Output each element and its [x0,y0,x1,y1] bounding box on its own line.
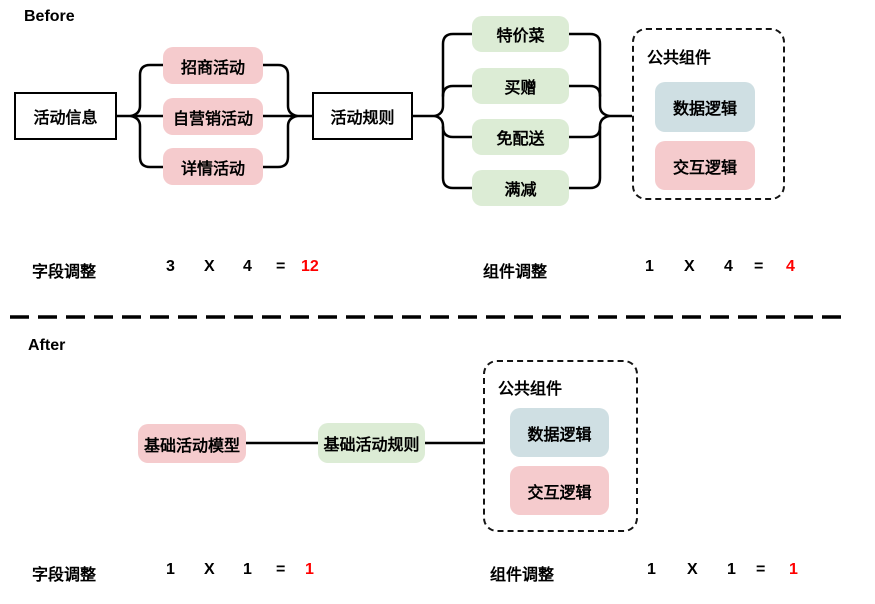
stat-component-op-after: X [687,561,698,578]
connector-type2-to-common [567,84,602,98]
stat-component-result-before: 4 [786,258,795,275]
node-rule-type-1: 特价菜 [472,16,569,52]
stat-component-result-after: 1 [789,561,798,578]
connector-rules-to-types-brace [433,32,474,190]
connector-activities-to-rules-brace [261,63,299,169]
connector-types-to-common-brace [567,32,611,190]
stat-field-a-before: 3 [166,258,175,275]
stat-field-eq-before: = [276,258,286,275]
node-interaction-logic-before: 交互逻辑 [655,141,755,190]
node-activity-rules: 活动规则 [312,92,413,140]
stat-field-a-after: 1 [166,561,175,578]
node-activity-info: 活动信息 [14,92,117,140]
connector-rules-to-type3 [441,125,474,139]
after-section-title: After [28,337,66,354]
stat-component-adjust-label-before: 组件调整 [483,264,548,281]
node-interaction-logic-after: 交互逻辑 [510,466,609,515]
stat-component-b-after: 1 [727,561,736,578]
stat-component-op-before: X [684,258,695,275]
node-data-logic-after: 数据逻辑 [510,408,609,457]
node-base-activity-model: 基础活动模型 [138,424,246,463]
before-section-title: Before [24,8,75,25]
node-base-activity-rules: 基础活动规则 [318,423,425,463]
stat-component-eq-before: = [754,258,764,275]
stat-field-eq-after: = [276,561,286,578]
stat-field-b-after: 1 [243,561,252,578]
stat-component-eq-after: = [756,561,766,578]
stat-component-a-after: 1 [647,561,656,578]
stat-field-result-before: 12 [301,258,319,275]
connector-rules-to-type2 [441,84,474,98]
stat-field-op-before: X [204,258,215,275]
node-rule-type-4: 满减 [472,170,569,206]
connector-info-to-activities-brace [129,63,165,169]
stat-field-adjust-label-after: 字段调整 [32,567,97,584]
node-data-logic-before: 数据逻辑 [655,82,755,132]
common-components-title-after: 公共组件 [498,381,563,398]
node-rule-type-2: 买赠 [472,68,569,104]
stat-component-a-before: 1 [645,258,654,275]
node-activity-type-1: 招商活动 [163,47,263,84]
connector-type3-to-common [567,125,602,139]
stat-field-b-before: 4 [243,258,252,275]
node-rule-type-3: 免配送 [472,119,569,155]
node-activity-type-3: 详情活动 [163,148,263,185]
stat-component-b-before: 4 [724,258,733,275]
stat-field-result-after: 1 [305,561,314,578]
stat-field-adjust-label-before: 字段调整 [32,264,97,281]
stat-component-adjust-label-after: 组件调整 [490,567,555,584]
node-activity-type-2: 自营销活动 [163,98,263,135]
stat-field-op-after: X [204,561,215,578]
common-components-title-before: 公共组件 [647,50,712,67]
